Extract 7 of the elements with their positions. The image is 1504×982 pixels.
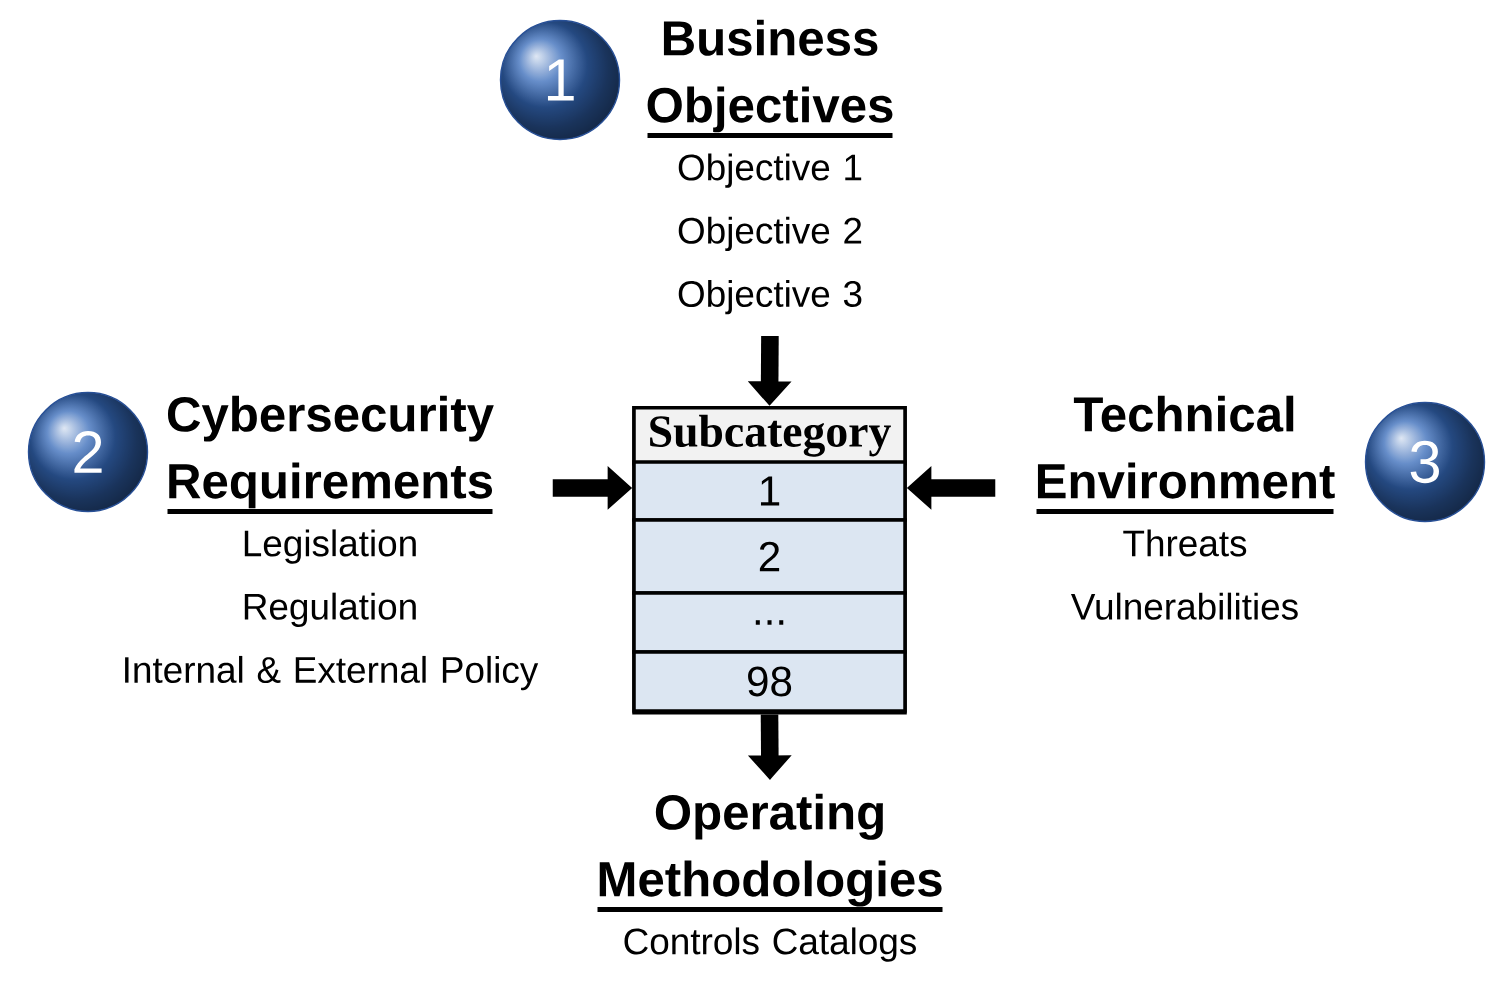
table-row: 2: [632, 518, 907, 595]
text-block: Technical Environment Threats Vulnerabilities: [1036, 395, 1335, 620]
table-row: 98: [632, 650, 907, 713]
text-block: Operating Methodologies Controls Catalogs: [597, 793, 943, 962]
table-row: 1: [632, 460, 907, 522]
table-row: ...: [632, 591, 907, 654]
text-block: Business Objectives Objective 1 Objective 2 Objective 3: [647, 19, 893, 315]
